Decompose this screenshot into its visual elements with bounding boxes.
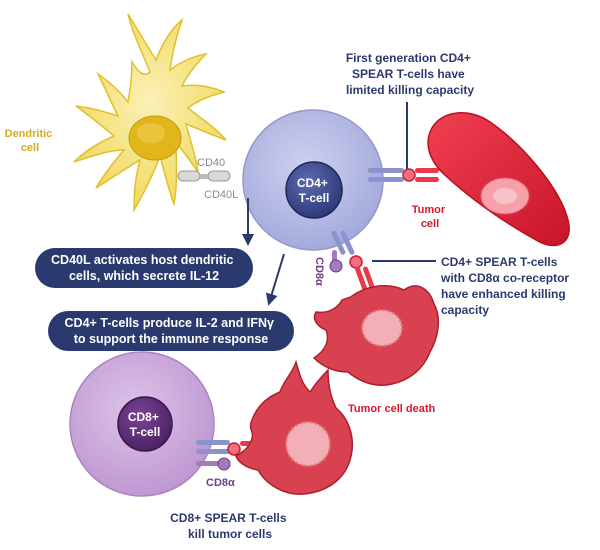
cd8-kill-caption: CD8+ SPEAR T-cells kill tumor cells [170,511,290,541]
dendritic-cell [73,13,227,213]
dying-tumor-cell-middle [312,284,440,386]
tcr-receptor-lower [196,440,260,471]
cd40l-label: CD40L [204,189,238,201]
il2-pill-line1: CD4+ T-cells produce IL-2 and IFNγ [65,316,274,330]
cd40l-pill-line1: CD40L activates host dendritic [51,253,234,267]
il2-pill-line2: to support the immune response [74,332,269,346]
dying-tumor-nucleus-lower [285,421,331,467]
dendritic-cell-body [73,13,227,213]
cd8a-coreceptor-upper [329,230,376,294]
tumor-cell [427,112,570,247]
cd8-t-cell-nucleus [117,396,173,452]
tumor-cell-nucleus-inner [493,188,517,204]
dendritic-cell-label: Dendritic cell [5,128,56,154]
dying-tumor-cell-lower [235,359,354,495]
svg-text:CD4+ T-cells produce IL-2 and: CD4+ T-cells produce IL-2 and IFNγ to su… [65,316,278,346]
cd40-cd40l-connector [177,170,231,182]
cd40-label: CD40 [197,157,225,169]
cd8a-lower-label: CD8α [206,477,235,489]
il2-info-pill: CD4+ T-cells produce IL-2 and IFNγ to su… [48,311,294,351]
svg-text:CD40L activates host dendritic: CD40L activates host dendritic cells, wh… [51,253,237,283]
il2-pill-arrow [266,253,285,306]
cd8-t-cell-label: CD8+ T-cell [128,410,162,439]
cd4-t-cell-label: CD4+ T-cell [297,176,331,205]
tumor-cell-death-label: Tumor cell death [348,403,435,415]
cd40l-pill-line2: cells, which secrete IL-12 [69,269,219,283]
tcr-receptor-upper [368,168,439,182]
cd4-t-cell-nucleus [285,161,343,219]
cd8a-upper-label: CD8α [313,257,325,286]
enhanced-killing-text: CD4+ SPEAR T-cells with CD8α co-receptor… [440,255,572,317]
cd40l-info-pill: CD40L activates host dendritic cells, wh… [35,248,253,288]
dendritic-cell-nucleus-highlight [137,123,165,143]
first-generation-text: First generation CD4+ SPEAR T-cells have… [346,51,475,97]
dying-tumor-nucleus-middle [361,309,403,347]
tumor-cell-label: Tumor cell [412,204,448,230]
